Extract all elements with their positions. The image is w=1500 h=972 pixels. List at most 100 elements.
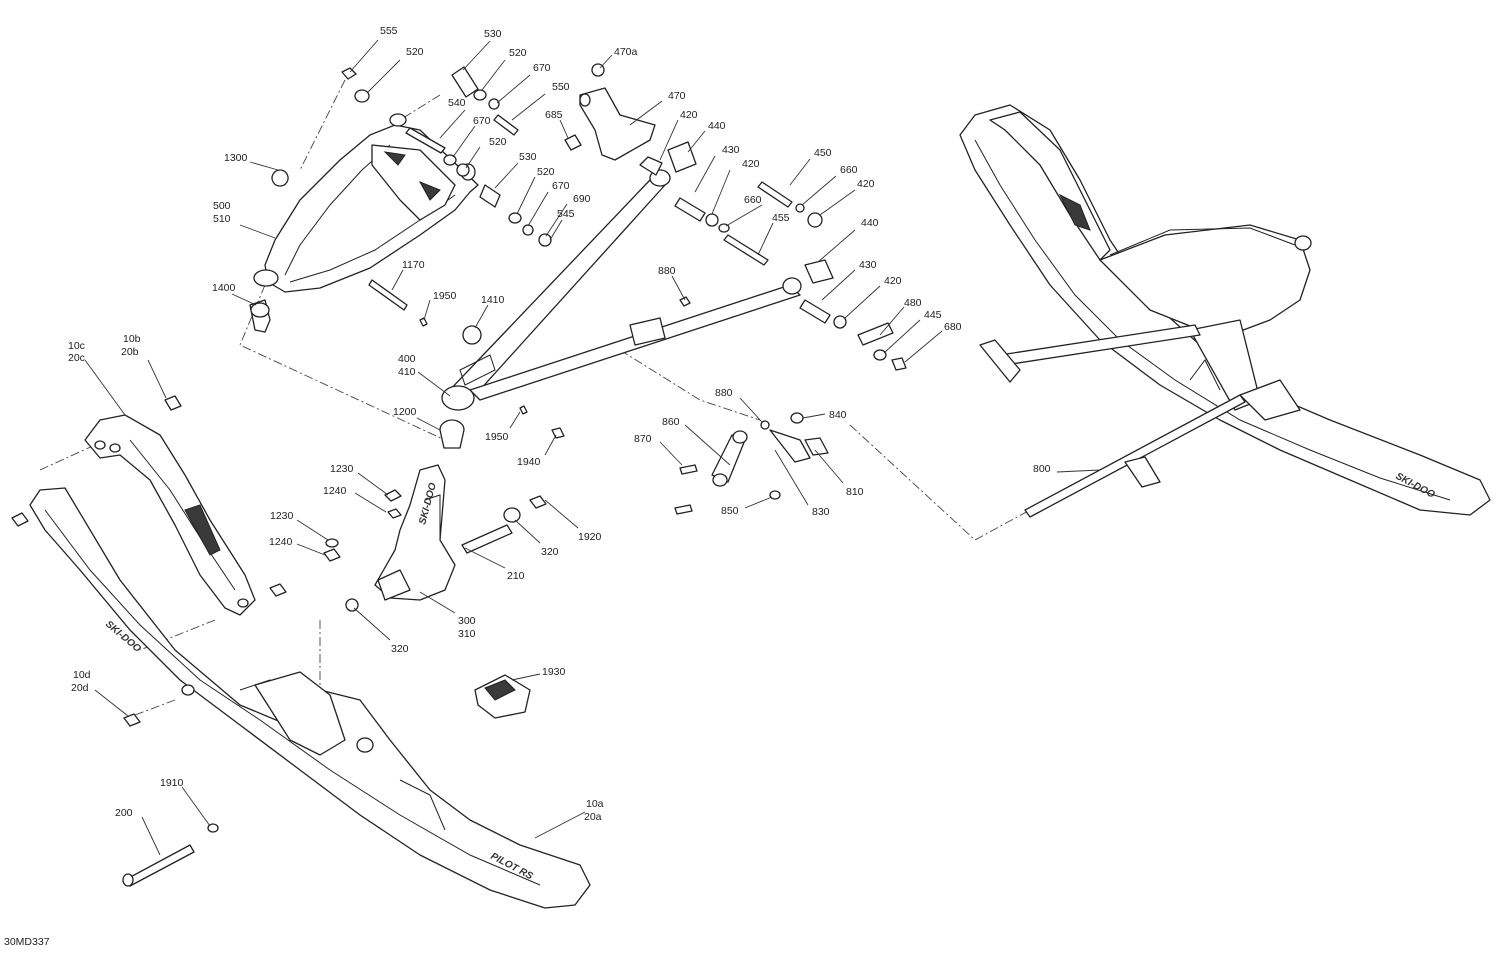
svg-text:200: 200	[115, 807, 133, 819]
svg-text:420: 420	[742, 158, 760, 170]
svg-text:670: 670	[552, 180, 570, 192]
svg-text:670: 670	[473, 115, 491, 127]
svg-text:320: 320	[541, 546, 559, 558]
callout-420: 420	[742, 158, 760, 170]
callout-320: 320	[391, 643, 409, 655]
callout-1400: 1400	[212, 282, 236, 294]
svg-text:1230: 1230	[270, 510, 294, 522]
callout-520: 520	[509, 47, 527, 59]
svg-text:840: 840	[829, 409, 847, 421]
callout-850: 850	[721, 505, 739, 517]
svg-text:530: 530	[484, 28, 502, 40]
svg-text:440: 440	[861, 217, 879, 229]
callout-520: 520	[537, 166, 555, 178]
callout-530: 530	[484, 28, 502, 40]
svg-text:1410: 1410	[481, 294, 505, 306]
svg-text:320: 320	[391, 643, 409, 655]
callout-660: 660	[840, 164, 858, 176]
callout-455: 455	[772, 212, 790, 224]
svg-text:420: 420	[680, 109, 698, 121]
callout-670: 670	[533, 62, 551, 74]
svg-text:880: 880	[658, 265, 676, 277]
callout-690: 690	[573, 193, 591, 205]
callout-300: 300	[458, 615, 476, 627]
callout-680: 680	[944, 321, 962, 333]
callout-555: 555	[380, 25, 398, 37]
svg-text:1170: 1170	[402, 259, 425, 271]
svg-text:455: 455	[772, 212, 790, 224]
spindle: SKI-DOO	[374, 419, 465, 601]
callout-870: 870	[634, 433, 652, 445]
callout-445: 445	[924, 309, 942, 321]
callout-470a: 470a	[614, 46, 638, 58]
svg-text:1230: 1230	[330, 463, 354, 475]
callout-520: 520	[489, 136, 507, 148]
svg-text:430: 430	[859, 259, 877, 271]
callout-470: 470	[668, 90, 686, 102]
callout-210: 210	[507, 570, 525, 582]
svg-text:430: 430	[722, 144, 740, 156]
svg-text:1400: 1400	[212, 282, 236, 294]
svg-text:1950: 1950	[485, 431, 509, 443]
svg-text:480: 480	[904, 297, 922, 309]
callout-660: 660	[744, 194, 762, 206]
callout-1410: 1410	[481, 294, 505, 306]
callout-1200: 1200	[393, 406, 417, 418]
callout-320: 320	[541, 546, 559, 558]
spindle-hardware	[323, 489, 547, 612]
callout-840: 840	[829, 409, 847, 421]
callout-880: 880	[715, 387, 733, 399]
svg-text:520: 520	[406, 46, 424, 58]
callout-20d: 20d	[71, 682, 89, 694]
callout-880: 880	[658, 265, 676, 277]
svg-text:470: 470	[668, 90, 686, 102]
svg-text:420: 420	[884, 275, 902, 287]
svg-text:545: 545	[557, 208, 575, 220]
left-ski-hardware	[11, 395, 531, 887]
svg-text:660: 660	[744, 194, 762, 206]
svg-text:1200: 1200	[393, 406, 417, 418]
svg-text:800: 800	[1033, 463, 1051, 475]
callout-520: 520	[406, 46, 424, 58]
svg-text:1940: 1940	[517, 456, 541, 468]
lower-a-arm	[441, 169, 802, 411]
callout-430: 430	[859, 259, 877, 271]
callout-510: 510	[213, 213, 231, 225]
svg-text:830: 830	[812, 506, 830, 518]
callout-420: 420	[680, 109, 698, 121]
svg-text:1240: 1240	[269, 536, 293, 548]
svg-text:1240: 1240	[323, 485, 347, 497]
svg-text:680: 680	[944, 321, 962, 333]
svg-text:520: 520	[509, 47, 527, 59]
callout-860: 860	[662, 416, 680, 428]
leader-lines	[84, 39, 1101, 856]
bracket-470	[564, 63, 656, 161]
svg-text:685: 685	[545, 109, 563, 121]
callout-1240: 1240	[323, 485, 347, 497]
callout-20c: 20c	[68, 352, 85, 364]
callout-540: 540	[448, 97, 466, 109]
callout-440: 440	[708, 120, 726, 132]
svg-text:450: 450	[814, 147, 832, 159]
callout-420: 420	[884, 275, 902, 287]
svg-text:555: 555	[380, 25, 398, 37]
callout-10b: 10b	[123, 333, 141, 345]
svg-text:445: 445	[924, 309, 942, 321]
upper-arm-hardware	[249, 66, 552, 333]
callout-1230: 1230	[330, 463, 354, 475]
callout-480: 480	[904, 297, 922, 309]
callout-810: 810	[846, 486, 864, 498]
svg-text:850: 850	[721, 505, 739, 517]
callout-800: 800	[1033, 463, 1051, 475]
svg-text:870: 870	[634, 433, 652, 445]
callout-400: 400	[398, 353, 416, 365]
svg-text:880: 880	[715, 387, 733, 399]
callout-10a: 10a	[586, 798, 604, 810]
right-assembled-ski: SKI-DOO	[959, 104, 1491, 518]
callout-labels: 555 520 530 520 670 470a 550 470 540 685…	[68, 25, 1051, 823]
